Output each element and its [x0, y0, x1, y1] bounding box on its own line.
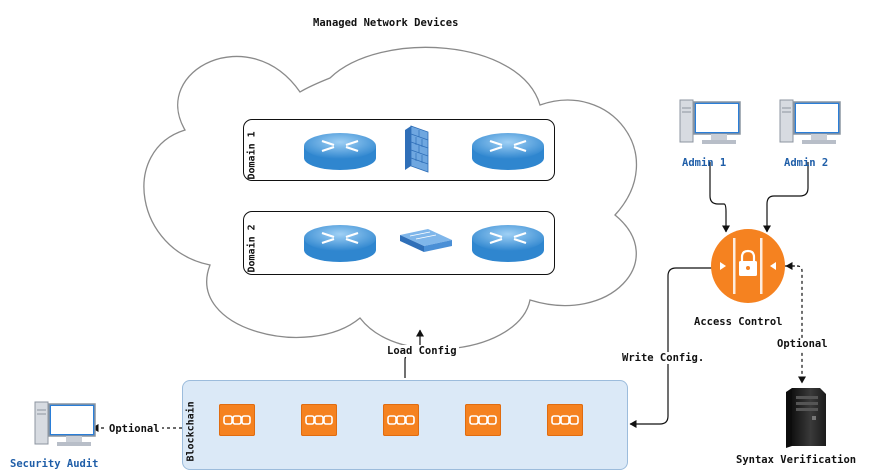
edge-admin2-to-access	[763, 162, 809, 233]
admin-2-label: Admin 2	[784, 157, 829, 169]
desktop-computer-icon	[679, 99, 741, 144]
edge-label-optional-syntax: Optional	[776, 338, 829, 350]
blockchain-block	[383, 404, 419, 436]
access-control-node	[711, 229, 785, 303]
edge-label-write-config: Write Config.	[621, 352, 706, 364]
edge-optional-syntax	[785, 265, 806, 384]
router-icon	[304, 133, 376, 170]
blockchain-block	[219, 404, 255, 436]
chain-link-icon	[551, 415, 579, 425]
firewall-icon	[405, 125, 429, 173]
chain-link-icon	[469, 415, 497, 425]
blockchain-block	[465, 404, 501, 436]
edge-write-config	[629, 267, 713, 428]
admin-1-label: Admin 1	[682, 157, 727, 169]
blockchain-block	[301, 404, 337, 436]
lock-icon	[739, 249, 757, 276]
desktop-computer-icon	[779, 99, 841, 144]
server-tower-icon	[786, 388, 826, 448]
desktop-computer-icon	[34, 401, 96, 446]
diagram-title: Managed Network Devices	[313, 17, 459, 29]
switch-icon	[400, 229, 452, 252]
edge-label-optional-audit: Optional	[107, 423, 162, 435]
security-audit-label: Security Audit	[10, 458, 99, 470]
edge-label-load-config: Load Config	[385, 345, 459, 357]
router-icon	[304, 225, 376, 262]
router-icon	[472, 225, 544, 262]
blockchain-block	[547, 404, 583, 436]
syntax-verification-label: Syntax Verification	[736, 454, 857, 466]
chain-link-icon	[305, 415, 333, 425]
router-icon	[472, 133, 544, 170]
access-control-label: Access Control	[694, 316, 783, 328]
chain-link-icon	[223, 415, 251, 425]
blockchain-label: Blockchain	[185, 401, 197, 462]
edge-admin1-to-access	[709, 162, 730, 233]
chain-link-icon	[387, 415, 415, 425]
